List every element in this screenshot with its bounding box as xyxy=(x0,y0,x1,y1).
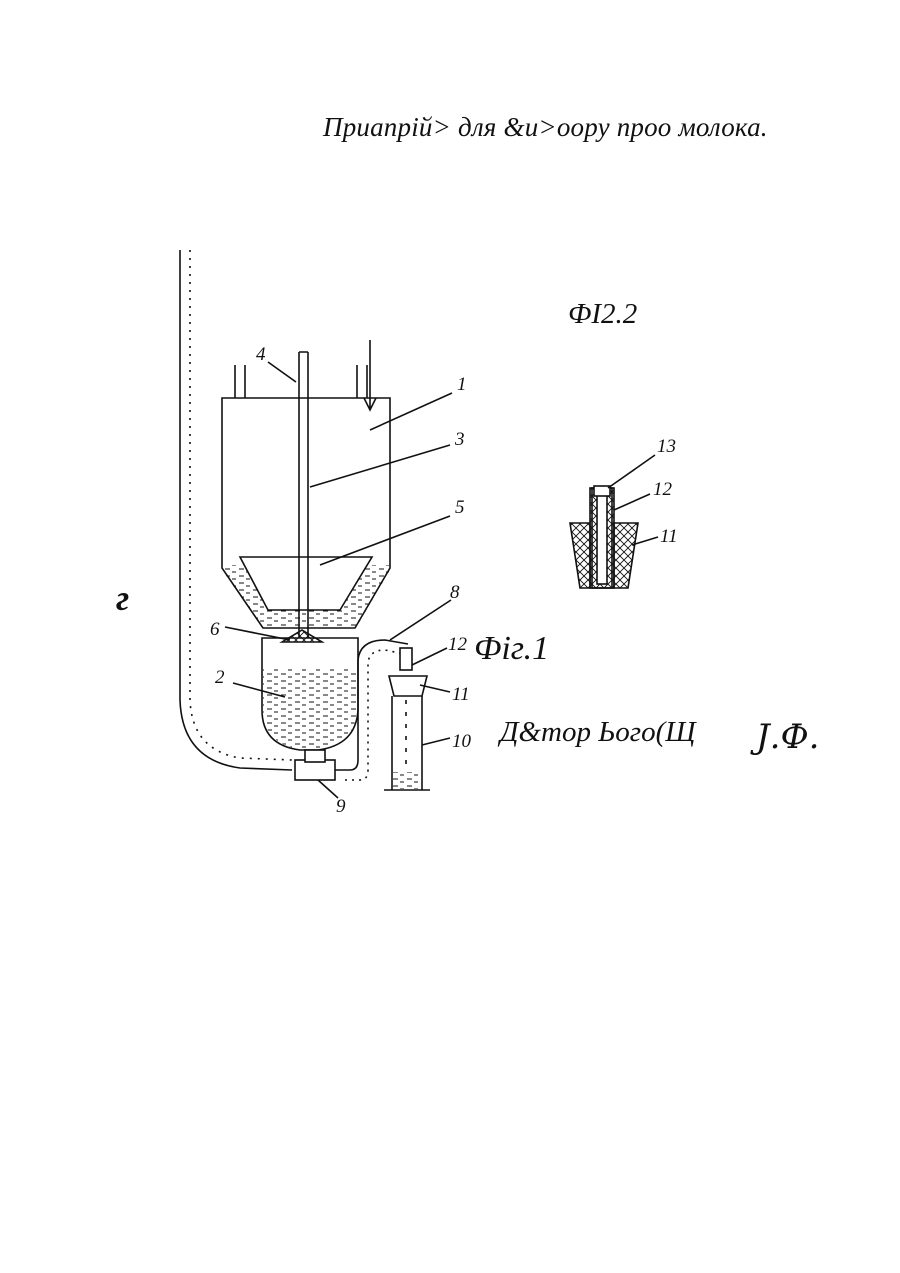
leader-4 xyxy=(268,362,296,382)
leader-13 xyxy=(608,455,655,488)
label-3: 3 xyxy=(454,429,465,450)
leader-3 xyxy=(310,445,450,487)
leader-10 xyxy=(422,738,450,745)
label-1: 1 xyxy=(457,374,467,395)
valve xyxy=(295,760,335,780)
figure-1 xyxy=(180,250,452,798)
label-8: 8 xyxy=(450,582,460,603)
lower-liquid xyxy=(263,668,357,749)
left-inlet xyxy=(235,365,245,398)
flow-arrow xyxy=(364,340,376,410)
label-4: 4 xyxy=(256,344,266,365)
label-13: 13 xyxy=(657,436,676,457)
valve-stem xyxy=(305,750,325,762)
leader-8 xyxy=(390,600,451,640)
stopper-left xyxy=(570,523,590,588)
label-11b: 11 xyxy=(660,526,678,547)
label-5: 5 xyxy=(455,497,465,518)
right-inlet xyxy=(357,365,367,398)
label-2: 2 xyxy=(215,667,225,688)
stopper-right xyxy=(614,523,638,588)
leader-5 xyxy=(320,516,450,565)
figure-2 xyxy=(570,455,658,588)
leader-9 xyxy=(318,780,338,798)
tube-bore xyxy=(597,494,607,584)
leader-12 xyxy=(412,648,447,665)
label-11: 11 xyxy=(452,684,470,705)
label-9: 9 xyxy=(336,796,346,817)
signature: Ј.Ф. xyxy=(750,717,819,757)
leader-12b xyxy=(614,494,650,510)
leader-6 xyxy=(225,627,290,640)
label-12b: 12 xyxy=(653,479,673,500)
label-10: 10 xyxy=(452,731,472,752)
cylinder-liquid xyxy=(393,772,421,789)
tube-12 xyxy=(400,648,412,670)
cap-13 xyxy=(594,486,610,496)
label-12: 12 xyxy=(448,634,468,655)
label-6: 6 xyxy=(210,619,220,640)
